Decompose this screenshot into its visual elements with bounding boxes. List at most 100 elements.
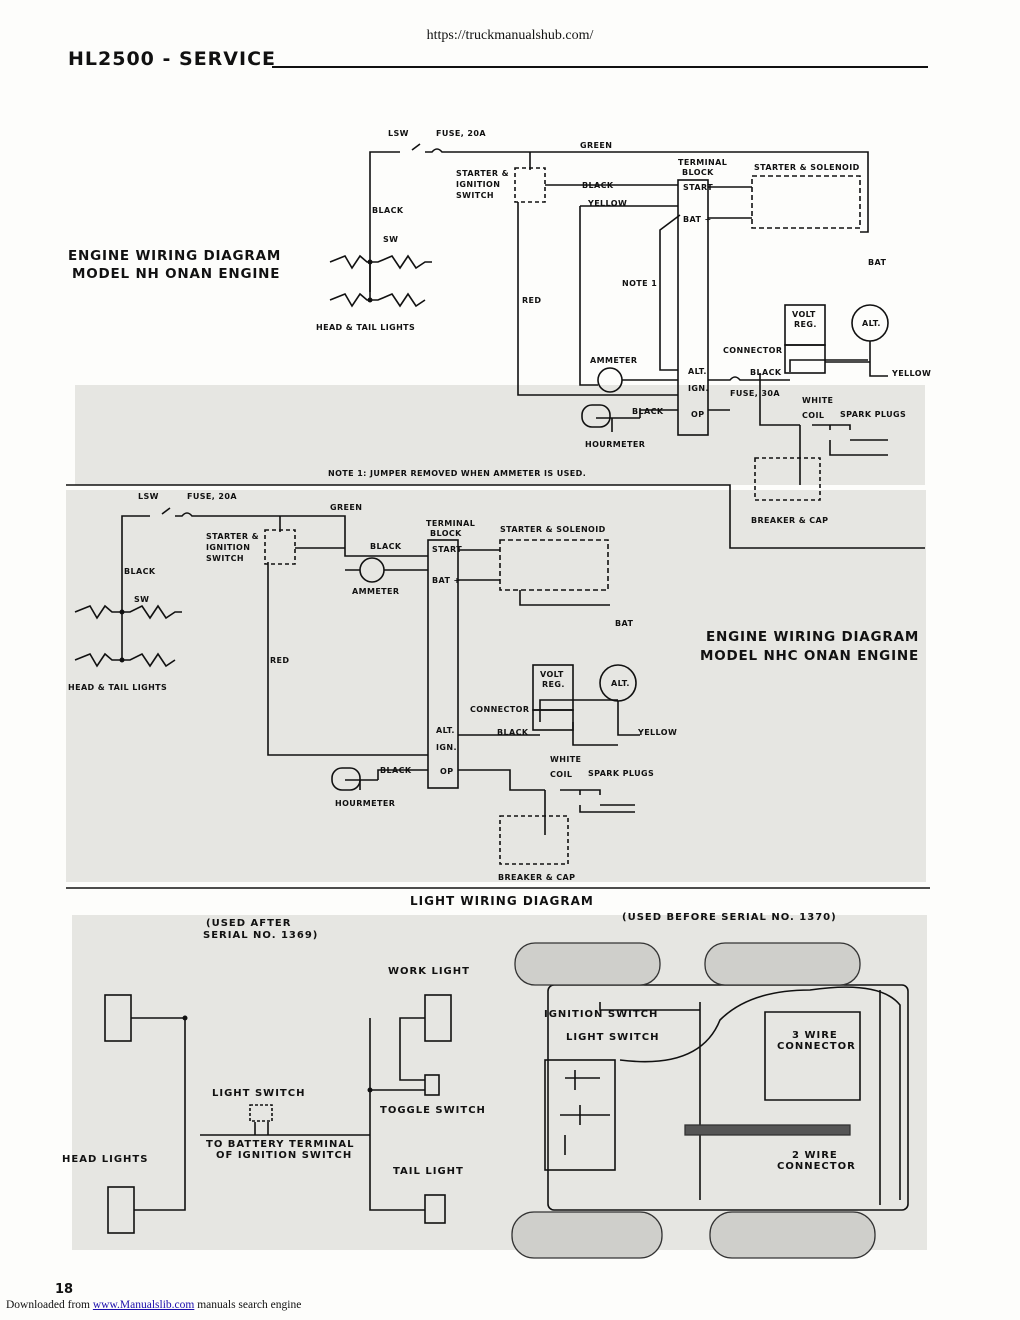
footer-prefix: Downloaded from — [6, 1299, 90, 1311]
nhc-title-line1: ENGINE WIRING DIAGRAM — [706, 629, 920, 645]
nh-black-3: BLACK — [632, 407, 664, 416]
nhc-spark: SPARK PLUGS — [588, 769, 655, 778]
ignition-switch: IGNITION SWITCH — [544, 1009, 659, 1020]
nh-red: RED — [522, 296, 542, 305]
nh-note-text: NOTE 1: JUMPER REMOVED WHEN AMMETER IS U… — [328, 469, 587, 478]
wire3-2: CONNECTOR — [777, 1041, 856, 1052]
nh-connector: CONNECTOR — [723, 346, 783, 355]
nhc-hourmeter: HOURMETER — [335, 799, 396, 808]
nh-bat: BAT — [868, 258, 887, 267]
nhc-coil: COIL — [550, 770, 573, 779]
head-lights: HEAD LIGHTS — [62, 1154, 149, 1165]
nhc-op: OP — [440, 767, 454, 776]
work-light: WORK LIGHT — [388, 966, 470, 977]
nh-starter-3: SWITCH — [456, 191, 494, 200]
nhc-black-2: BLACK — [497, 728, 529, 737]
nh-coil: COIL — [802, 411, 825, 420]
tail-light: TAIL LIGHT — [393, 1166, 464, 1177]
nh-lsw: LSW — [388, 129, 409, 138]
used-after-2: SERIAL NO. 1369) — [203, 930, 319, 941]
nhc-red: RED — [270, 656, 290, 665]
nhc-breaker: BREAKER & CAP — [498, 873, 576, 882]
nh-ammeter: AMMETER — [590, 356, 638, 365]
to-battery-2: OF IGNITION SWITCH — [216, 1150, 353, 1161]
light-switch-2: LIGHT SWITCH — [566, 1032, 660, 1043]
nh-terminal-2: BLOCK — [682, 168, 714, 177]
nhc-yellow: YELLOW — [638, 728, 678, 737]
nhc-green: GREEN — [330, 503, 363, 512]
wire3-1: 3 WIRE — [792, 1030, 838, 1041]
nh-breaker: BREAKER & CAP — [751, 516, 829, 525]
source-url[interactable]: https://truckmanualshub.com/ — [426, 28, 594, 43]
nh-title-line2: MODEL NH ONAN ENGINE — [72, 266, 281, 282]
nh-note1: NOTE 1 — [622, 279, 658, 288]
nh-voltreg-1: VOLT — [792, 310, 816, 319]
nhc-voltreg-1: VOLT — [540, 670, 564, 679]
nh-terminal-1: TERMINAL — [678, 158, 728, 167]
used-before: (USED BEFORE SERIAL NO. 1370) — [622, 912, 837, 923]
nhc-terminal-2: BLOCK — [430, 529, 462, 538]
nh-alt-terminal: ALT. — [688, 367, 707, 376]
nhc-white: WHITE — [550, 755, 582, 764]
nh-start: START — [683, 183, 714, 192]
nh-hourmeter: HOURMETER — [585, 440, 646, 449]
nh-black-left: BLACK — [372, 206, 404, 215]
nhc-black-left: BLACK — [124, 567, 156, 576]
nhc-bat-plus: BAT + — [432, 576, 461, 585]
header-rule — [272, 66, 928, 68]
manualslib-link[interactable]: www.Manualslib.com — [92, 1299, 195, 1311]
nh-black-2: BLACK — [750, 368, 782, 377]
nhc-start: START — [432, 545, 463, 554]
nh-voltreg-2: REG. — [794, 320, 817, 329]
nhc-connector: CONNECTOR — [470, 705, 530, 714]
nh-shade — [75, 385, 925, 485]
nhc-black-3: BLACK — [380, 766, 412, 775]
nhc-starter-1: STARTER & — [206, 532, 260, 541]
nh-starter-solenoid: STARTER & SOLENOID — [754, 163, 860, 172]
nh-sw: SW — [383, 235, 399, 244]
nhc-starter-solenoid: STARTER & SOLENOID — [500, 525, 606, 534]
wire2-1: 2 WIRE — [792, 1150, 838, 1161]
page-header: HL2500 - SERVICE — [68, 48, 276, 70]
nhc-title-line2: MODEL NHC ONAN ENGINE — [700, 648, 920, 664]
nh-green: GREEN — [580, 141, 613, 150]
nh-title-line1: ENGINE WIRING DIAGRAM — [68, 248, 282, 264]
nhc-terminal-1: TERMINAL — [426, 519, 476, 528]
nhc-black: BLACK — [370, 542, 402, 551]
nhc-starter-2: IGNITION — [206, 543, 251, 552]
nhc-bat: BAT — [615, 619, 634, 628]
used-after-1: (USED AFTER — [206, 918, 292, 929]
wire2-2: CONNECTOR — [777, 1161, 856, 1172]
nh-op: OP — [691, 410, 705, 419]
nh-alt: ALT. — [862, 319, 881, 328]
nh-starter-2: IGNITION — [456, 180, 501, 189]
nhc-sw: SW — [134, 595, 150, 604]
nh-black: BLACK — [582, 181, 614, 190]
nh-starter-1: STARTER & — [456, 169, 510, 178]
nhc-ign: IGN. — [436, 743, 457, 752]
nh-spark: SPARK PLUGS — [840, 410, 907, 419]
nhc-head-tail: HEAD & TAIL LIGHTS — [68, 683, 168, 692]
nh-ign: IGN. — [688, 384, 709, 393]
nhc-voltreg-2: REG. — [542, 680, 565, 689]
nhc-shade — [66, 490, 926, 882]
nh-head-tail: HEAD & TAIL LIGHTS — [316, 323, 416, 332]
nhc-alt: ALT. — [611, 679, 630, 688]
light-title: LIGHT WIRING DIAGRAM — [410, 894, 594, 908]
nh-fuse20: FUSE, 20A — [436, 129, 486, 138]
nh-yellow: YELLOW — [588, 199, 628, 208]
nh-white: WHITE — [802, 396, 834, 405]
nhc-starter-3: SWITCH — [206, 554, 244, 563]
footer-suffix: manuals search engine — [197, 1299, 302, 1311]
footer-text: Downloaded from www.Manualslib.com manua… — [6, 1299, 301, 1311]
nh-yellow-2: YELLOW — [892, 369, 932, 378]
light-switch: LIGHT SWITCH — [212, 1088, 306, 1099]
nh-bat-plus: BAT + — [683, 215, 712, 224]
toggle-switch: TOGGLE SWITCH — [380, 1105, 486, 1116]
nhc-alt-terminal: ALT. — [436, 726, 455, 735]
to-battery-1: TO BATTERY TERMINAL — [206, 1139, 355, 1150]
nh-fuse30: FUSE, 30A — [730, 389, 780, 398]
nhc-fuse20: FUSE, 20A — [187, 492, 237, 501]
nhc-lsw: LSW — [138, 492, 159, 501]
